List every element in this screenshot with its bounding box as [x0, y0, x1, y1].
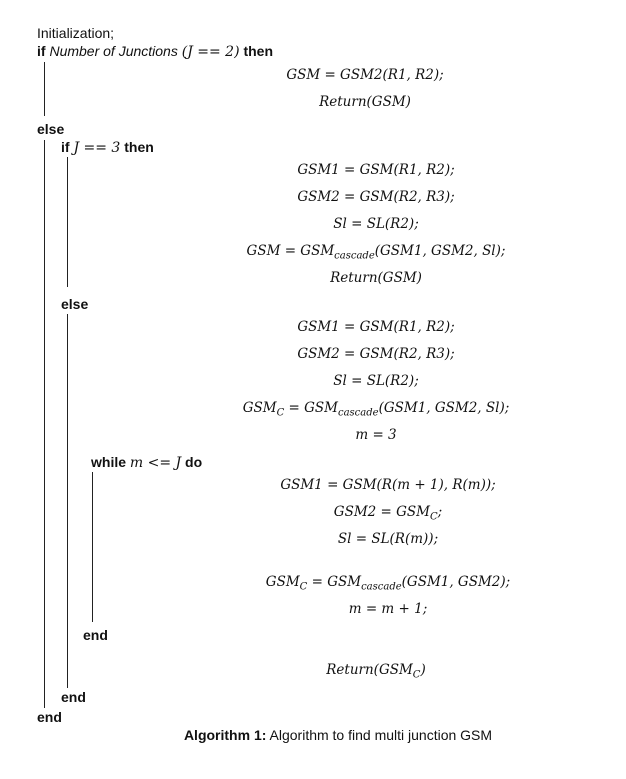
- else-keyword: else: [37, 121, 65, 137]
- then-keyword: then: [243, 43, 274, 59]
- if-statement: if Number of Junctions (J == 2) then: [37, 42, 273, 61]
- block3-line-3: Sl = SL(R2);: [333, 373, 419, 389]
- block2-line-2: GSM2 = GSM(R2, R3);: [297, 189, 455, 205]
- block1-line-2: Return(GSM): [319, 94, 411, 110]
- outer-end-keyword: end: [37, 709, 62, 725]
- do-keyword: do: [185, 454, 203, 470]
- block2-line-5: Return(GSM): [330, 270, 422, 286]
- inner-end-keyword: end: [61, 689, 86, 705]
- if-condition-math: (J == 2): [181, 44, 240, 60]
- block4-line-3: Sl = SL(R(m));: [337, 531, 439, 547]
- block4-line-2: GSM2 = GSMC;: [333, 504, 443, 523]
- else-block-rule: [44, 140, 45, 708]
- block3-line-4: GSMC = GSMcascade(GSM1, GSM2, Sl);: [242, 400, 510, 419]
- inner-if-statement: if J == 3 then: [61, 138, 154, 157]
- if-block-rule: [44, 62, 45, 116]
- inner-else-keyword: else: [61, 296, 89, 312]
- block2-line-3: Sl = SL(R2);: [333, 216, 419, 232]
- while-statement: while m <= J do: [91, 453, 202, 472]
- block3-line-5: m = 3: [355, 427, 397, 443]
- inner-if-block-rule: [67, 157, 68, 287]
- if-keyword: if: [37, 43, 46, 59]
- inner-if-keyword: if: [61, 139, 70, 155]
- while-end-keyword: end: [83, 627, 108, 643]
- block4-line-4: GSMC = GSMcascade(GSM1, GSM2);: [265, 574, 511, 593]
- final-return: Return(GSMC): [326, 662, 426, 681]
- while-block-rule: [92, 472, 93, 622]
- while-condition: m <= J: [129, 455, 182, 471]
- algorithm-caption: Algorithm 1: Algorithm to find multi jun…: [184, 726, 492, 744]
- block4-line-1: GSM1 = GSM(R(m + 1), R(m));: [280, 477, 496, 493]
- initialization-line: Initialization;: [37, 25, 115, 41]
- block2-line-4: GSM = GSMcascade(GSM1, GSM2, Sl);: [246, 243, 506, 262]
- block4-line-5: m = m + 1;: [348, 601, 428, 617]
- block1-line-1: GSM = GSM2(R1, R2);: [286, 67, 444, 83]
- inner-else-block-rule: [67, 314, 68, 688]
- caption-text: Algorithm to find multi junction GSM: [269, 727, 493, 743]
- block3-line-1: GSM1 = GSM(R1, R2);: [297, 319, 455, 335]
- inner-then-keyword: then: [124, 139, 154, 155]
- inner-if-condition: J == 3: [73, 140, 121, 156]
- caption-label: Algorithm 1:: [183, 727, 267, 743]
- block3-line-2: GSM2 = GSM(R2, R3);: [297, 346, 455, 362]
- while-keyword: while: [91, 454, 127, 470]
- if-condition-text: Number of Junctions: [49, 43, 178, 59]
- block2-line-1: GSM1 = GSM(R1, R2);: [297, 162, 455, 178]
